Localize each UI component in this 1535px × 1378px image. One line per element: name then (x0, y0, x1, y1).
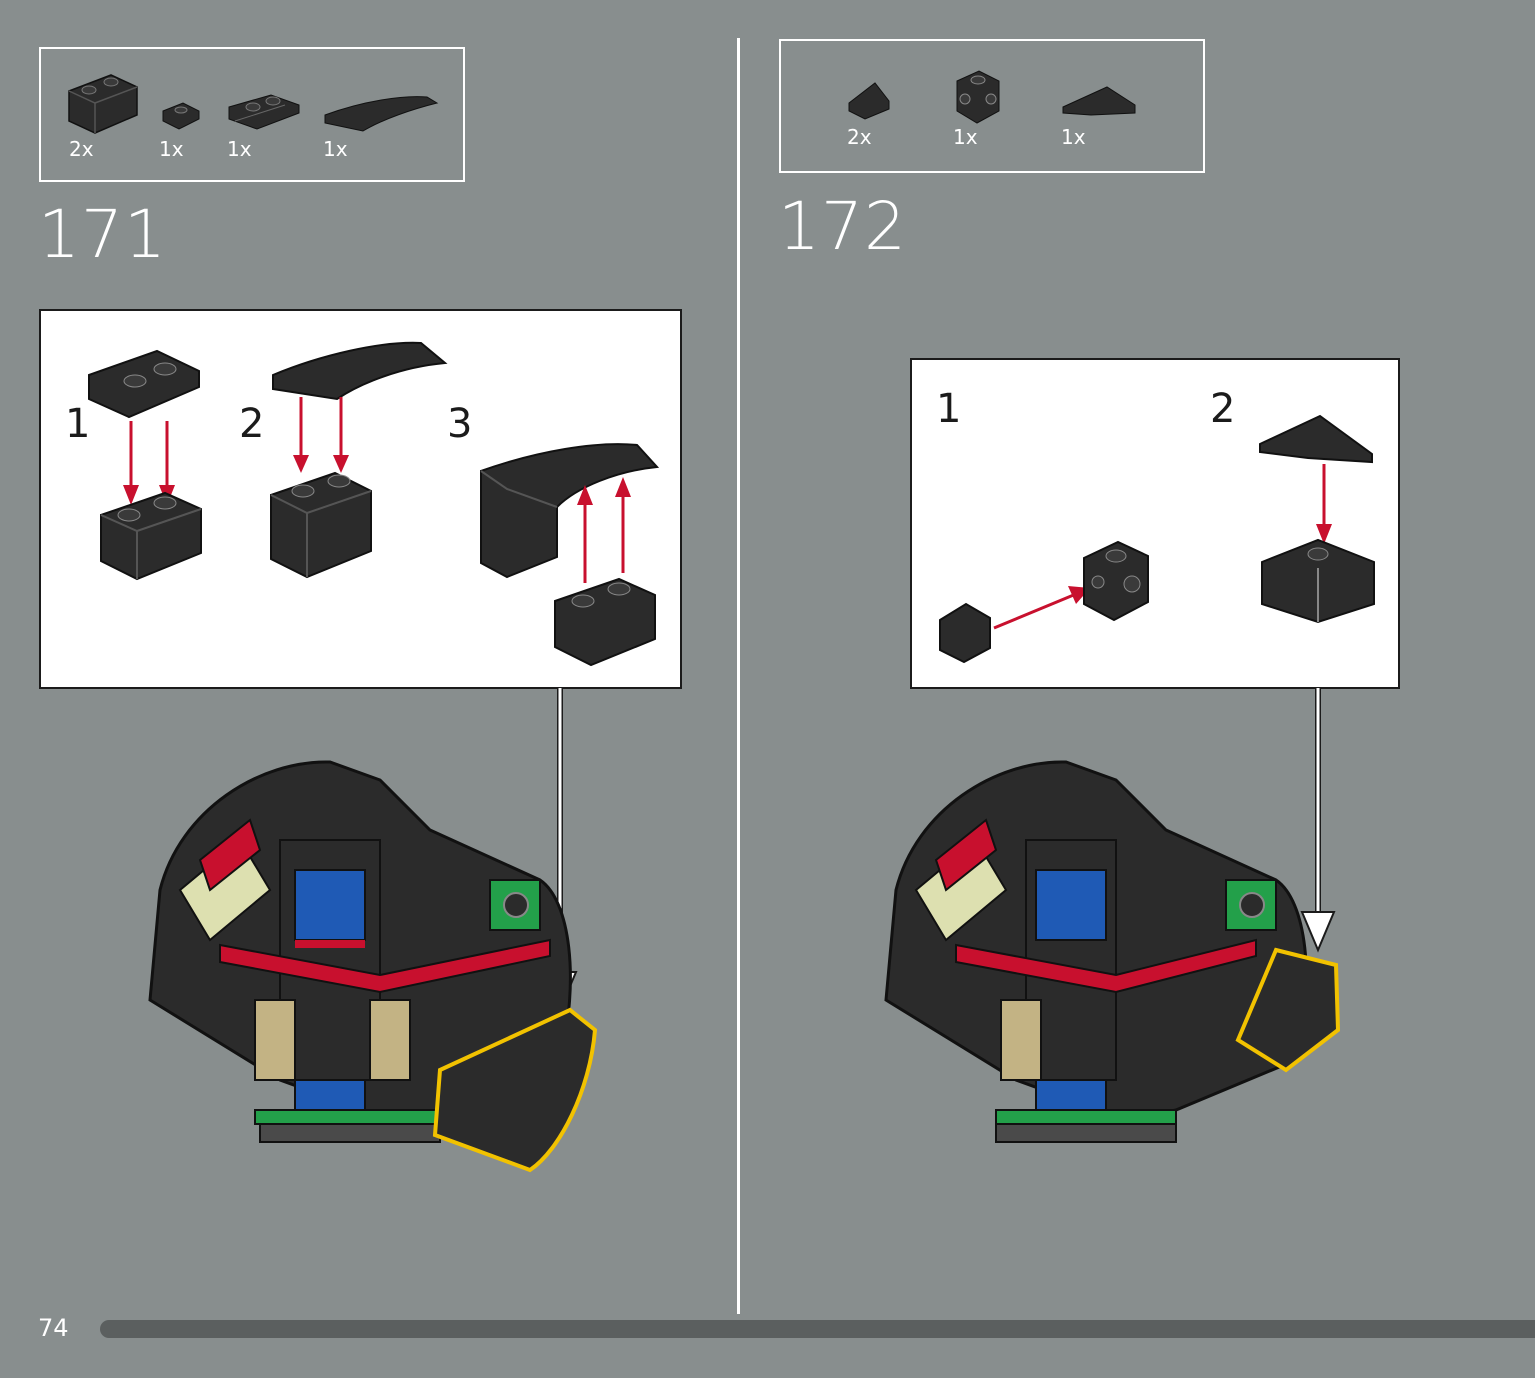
parts-list-171: 2x 1x 1x 1x (39, 47, 465, 182)
progress-bar (100, 1320, 1535, 1338)
part-qty: 1x (1061, 125, 1086, 149)
part-qty: 1x (227, 137, 252, 161)
sub-step-number: 1 (936, 386, 962, 432)
part-qty: 2x (847, 125, 872, 149)
arrow-right-icon (993, 586, 1090, 630)
slope-icon (848, 82, 890, 120)
brick-1x2-icon (554, 577, 656, 667)
plate-1x2-rail-icon (228, 94, 300, 130)
slope-pair-icon (1261, 538, 1375, 624)
brick-1x1-studs-sides-icon (1083, 540, 1149, 622)
curved-slope-icon (272, 341, 448, 401)
sub-step-number: 2 (1210, 386, 1236, 432)
page-number: 74 (38, 1314, 69, 1342)
wedge-tile-icon (1259, 414, 1373, 464)
part-qty: 2x (69, 137, 94, 161)
brick-1x1-studs-sides-icon (956, 70, 1000, 124)
step-number: 171 (38, 196, 167, 273)
parts-list-172: 2x 1x 1x (779, 39, 1205, 173)
part-qty: 1x (953, 125, 978, 149)
arrow-up-icon (577, 477, 631, 583)
sub-step-number: 1 (65, 401, 91, 447)
part-qty: 1x (323, 137, 348, 161)
sub-assembly-panel-171: 1 2 3 (39, 309, 682, 689)
brick-1x2-icon (100, 491, 202, 581)
slope-icon (939, 602, 991, 664)
model-assembly-171 (148, 760, 598, 1173)
curved-slope-icon (324, 96, 439, 132)
brick-1x2-icon (68, 74, 138, 134)
sub-step-number: 2 (239, 401, 265, 447)
sub-assembly-panel-172: 1 2 (910, 358, 1400, 689)
part-qty: 1x (159, 137, 184, 161)
step-number: 172 (778, 188, 907, 265)
sub-step-number: 3 (447, 401, 473, 447)
placement-arrow (1300, 688, 1336, 953)
brick-1x2-icon (270, 471, 372, 579)
arrow-down-icon (1316, 464, 1332, 544)
arrow-down-icon (123, 421, 175, 505)
page-divider (737, 38, 740, 1314)
plate-1x1-icon (162, 102, 200, 130)
model-assembly-172 (884, 760, 1341, 1143)
wedge-tile-icon (1062, 86, 1136, 116)
arrow-down-icon (293, 397, 349, 473)
plate-1x2-rail-icon (88, 349, 200, 419)
assembled-slope-icon (480, 443, 660, 579)
